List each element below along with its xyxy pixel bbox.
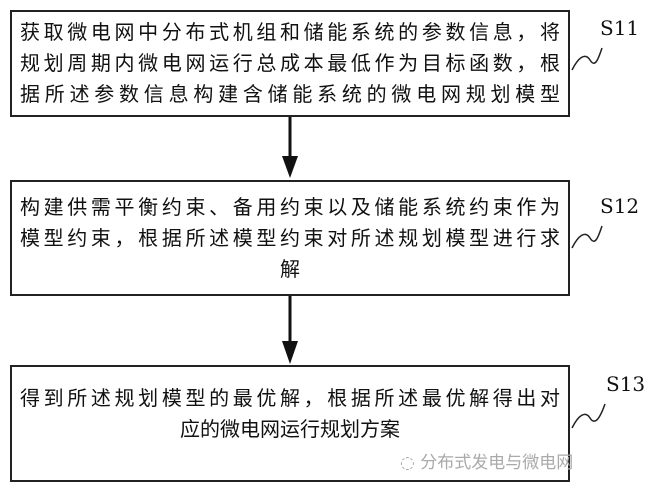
step-text: 模型约束，根据所述模型约束对所述规划模型进行求 (20, 225, 560, 250)
step-box-s11: 获取微电网中分布式机组和储能系统的参数信息，将规划周期内微电网运行总成本最低作为… (10, 10, 570, 117)
step-label-s13: S13 (606, 372, 646, 396)
leader-s13 (571, 403, 606, 429)
step-text: 解 (280, 256, 300, 281)
step-text: 规划周期内微电网运行总成本最低作为目标函数，根 (20, 51, 560, 75)
step-text: 构建供需平衡约束、备用约束以及储能系统约束作为 (20, 194, 560, 219)
watermark: ◌ 分布式发电与微电网 (400, 453, 574, 473)
step-text: 应的微电网运行规划方案 (180, 416, 400, 441)
step-text: 得到所述规划模型的最优解，根据所述最优解得出对 (20, 385, 560, 410)
step-text: 获取微电网中分布式机组和储能系统的参数信息，将 (20, 20, 560, 44)
wechat-icon: ◌ (400, 453, 421, 473)
step-label-s12: S12 (600, 194, 640, 218)
step-box-s13: 得到所述规划模型的最优解，根据所述最优解得出对应的微电网运行规划方案 (10, 365, 570, 482)
step-label-s11: S11 (600, 16, 640, 40)
step-box-s12: 构建供需平衡约束、备用约束以及储能系统约束作为模型约束，根据所述模型约束对所述规… (10, 180, 570, 296)
leader-s11 (571, 47, 603, 71)
leader-s12 (571, 225, 603, 249)
step-text: 据所述参数信息构建含储能系统的微电网规划模型 (20, 82, 560, 106)
